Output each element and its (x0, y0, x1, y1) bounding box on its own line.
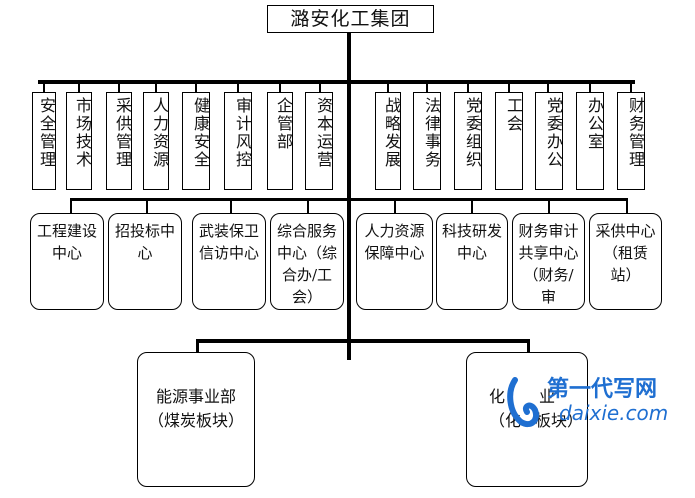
dept-box: 法律事务 (413, 92, 441, 190)
center-box: 人力资源保障中心 (356, 213, 433, 310)
drop (118, 82, 120, 92)
drop (155, 82, 157, 92)
drop (146, 200, 148, 213)
dept-box: 采供管理 (106, 92, 132, 190)
watermark-logo: 第一代写网 daixie.com (505, 372, 690, 432)
chemical-division-box: 化业 （化板块） (466, 352, 588, 487)
division-left-drop (196, 339, 199, 352)
watermark-brand: 第一代写网 (547, 376, 657, 402)
dept-box: 战略发展 (375, 92, 401, 190)
drop (195, 82, 197, 92)
drop (630, 82, 632, 92)
dept-box: 审计风控 (224, 92, 252, 190)
drop (626, 200, 628, 213)
center-box: 财务审计共享中心（财务/审 (512, 213, 585, 310)
dept-box: 办公室 (576, 92, 604, 190)
drop (548, 200, 550, 213)
drop (70, 200, 72, 213)
dept-box: 健康安全 (182, 92, 210, 190)
division-right-drop (527, 339, 530, 352)
drop (394, 200, 396, 213)
drop (471, 200, 473, 213)
trunk-line (347, 33, 351, 360)
drop (78, 82, 80, 92)
group-title-box: 潞安化工集团 (267, 5, 434, 33)
drop (547, 82, 549, 92)
center-bar-line (70, 198, 628, 201)
watermark-url: daixie.com (559, 401, 668, 425)
energy-division-box: 能源事业部（煤炭板块） (137, 352, 255, 487)
dept-box: 市场技术 (66, 92, 92, 190)
dept-box: 企管部 (267, 92, 293, 190)
drop (319, 82, 321, 92)
drop (508, 82, 510, 92)
drop (43, 82, 45, 92)
dept-bar-line (38, 80, 635, 84)
drop (230, 200, 232, 213)
division-bar-line (196, 339, 530, 343)
chemical-division-line1: 化业 (489, 387, 556, 406)
dept-box: 党委办公 (535, 92, 563, 190)
dept-box: 安全管理 (32, 92, 56, 190)
center-box: 工程建设中心 (30, 213, 104, 310)
center-box: 招投标中心 (108, 213, 182, 310)
center-box: 采供中心（租赁站） (589, 213, 662, 310)
drop (307, 200, 309, 213)
dept-box: 财务管理 (617, 92, 645, 190)
center-box: 武装保卫信访中心 (192, 213, 266, 310)
dept-box: 人力资源 (143, 92, 169, 190)
drop (387, 82, 389, 92)
drop (589, 82, 591, 92)
center-box: 综合服务中心（综合办/工会） (270, 213, 344, 310)
center-box: 科技研发中心 (436, 213, 508, 310)
dept-box: 资本运营 (305, 92, 333, 190)
energy-division-label: 能源事业部（煤炭板块） (148, 387, 245, 430)
drop (237, 82, 239, 92)
dept-box: 党委组织 (454, 92, 482, 190)
drop (279, 82, 281, 92)
dept-box: 工会 (495, 92, 523, 190)
drop (426, 82, 428, 92)
drop (467, 82, 469, 92)
